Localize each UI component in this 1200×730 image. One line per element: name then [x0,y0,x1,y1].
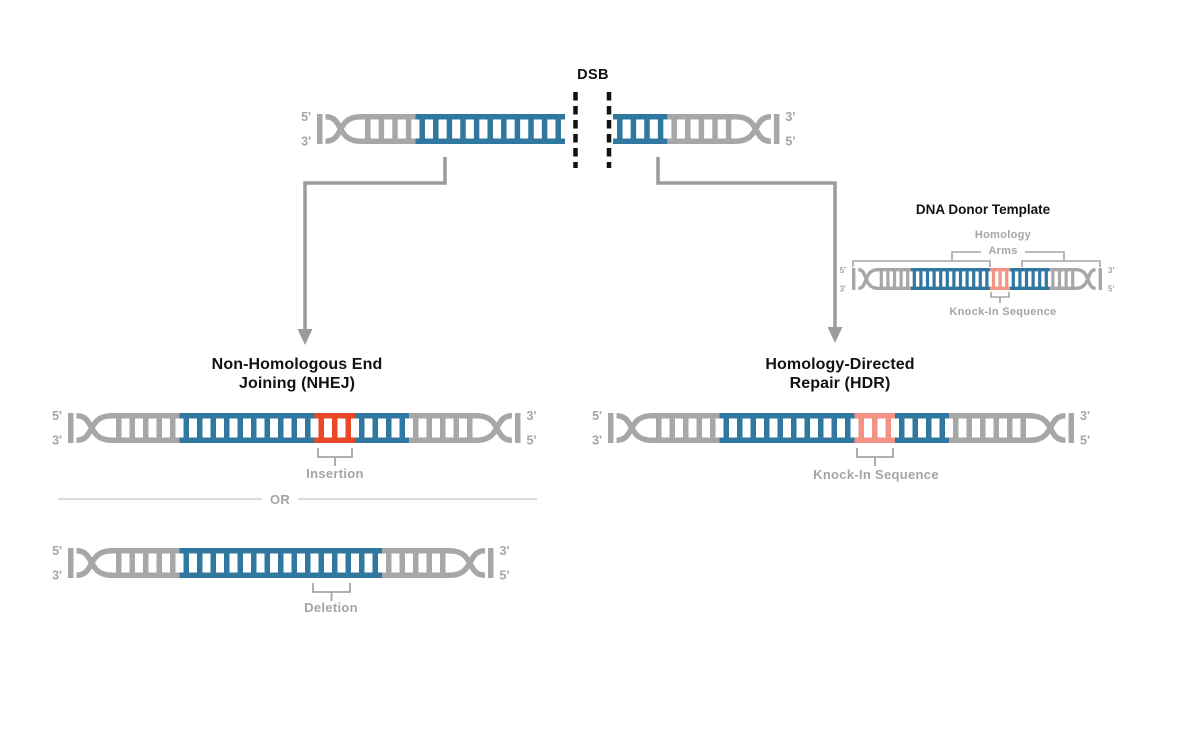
dna-strand-donor-template: 5' 3' 3' 5' [840,266,1115,294]
three-prime-label: 3' [52,434,62,448]
dna-strand-top-right-half: 3' 5' [613,110,795,149]
donor-knock-in-bracket [990,292,1010,303]
three-prime-label: 3' [785,110,795,124]
dsb-cut-dashed-lines [573,92,612,168]
hdr-knock-in-bracket [856,448,894,466]
hdr-heading-line2: Repair (HDR) [789,375,891,392]
dsb-label: DSB [577,67,609,83]
five-prime-label: 5' [52,544,62,558]
arrow-to-hdr [656,157,843,343]
three-prime-label: 3' [52,569,62,583]
five-prime-label: 5' [301,110,311,124]
arms-label: Arms [988,245,1018,257]
deletion-label: Deletion [304,600,358,615]
nhej-heading-line1: Non-Homologous End [211,356,383,373]
three-prime-label: 3' [1080,409,1090,423]
five-prime-label: 5' [592,409,602,423]
homology-label: Homology [974,229,1032,241]
five-prime-label: 5' [840,266,846,275]
nhej-heading: Non-Homologous End Joining (NHEJ) [212,355,383,393]
donor-knock-in-label: Knock-In Sequence [949,306,1057,318]
three-prime-label: 3' [1108,266,1114,275]
three-prime-label: 3' [527,409,537,423]
three-prime-label: 3' [840,285,846,294]
hdr-knock-in-label: Knock-In Sequence [813,467,939,482]
nhej-heading-line2: Joining (NHEJ) [238,375,356,392]
insertion-label: Insertion [306,466,364,481]
dna-strand-nhej-deletion: 5' 3' 3' 5' [52,544,509,583]
hdr-heading-line1: Homology-Directed [765,356,915,373]
five-prime-label: 5' [1080,434,1090,448]
homology-arms-bracket [852,251,1101,267]
three-prime-label: 3' [500,544,510,558]
or-label: OR [269,492,291,507]
five-prime-label: 5' [1108,285,1114,294]
dna-strand-top-left-half: 5' 3' [301,110,565,149]
five-prime-label: 5' [500,569,510,583]
five-prime-label: 5' [785,135,795,149]
three-prime-label: 3' [301,135,311,149]
insertion-bracket [317,448,353,466]
three-prime-label: 3' [592,434,602,448]
arrow-to-nhej [297,157,447,345]
dna-strand-nhej-insertion: 5' 3' 3' 5' [52,409,536,448]
five-prime-label: 5' [527,434,537,448]
five-prime-label: 5' [52,409,62,423]
deletion-bracket [312,583,351,601]
donor-template-title: DNA Donor Template [915,202,1051,217]
dna-strand-hdr-repair: 5' 3' 3' 5' [592,409,1090,448]
hdr-heading: Homology-Directed Repair (HDR) [765,355,914,393]
